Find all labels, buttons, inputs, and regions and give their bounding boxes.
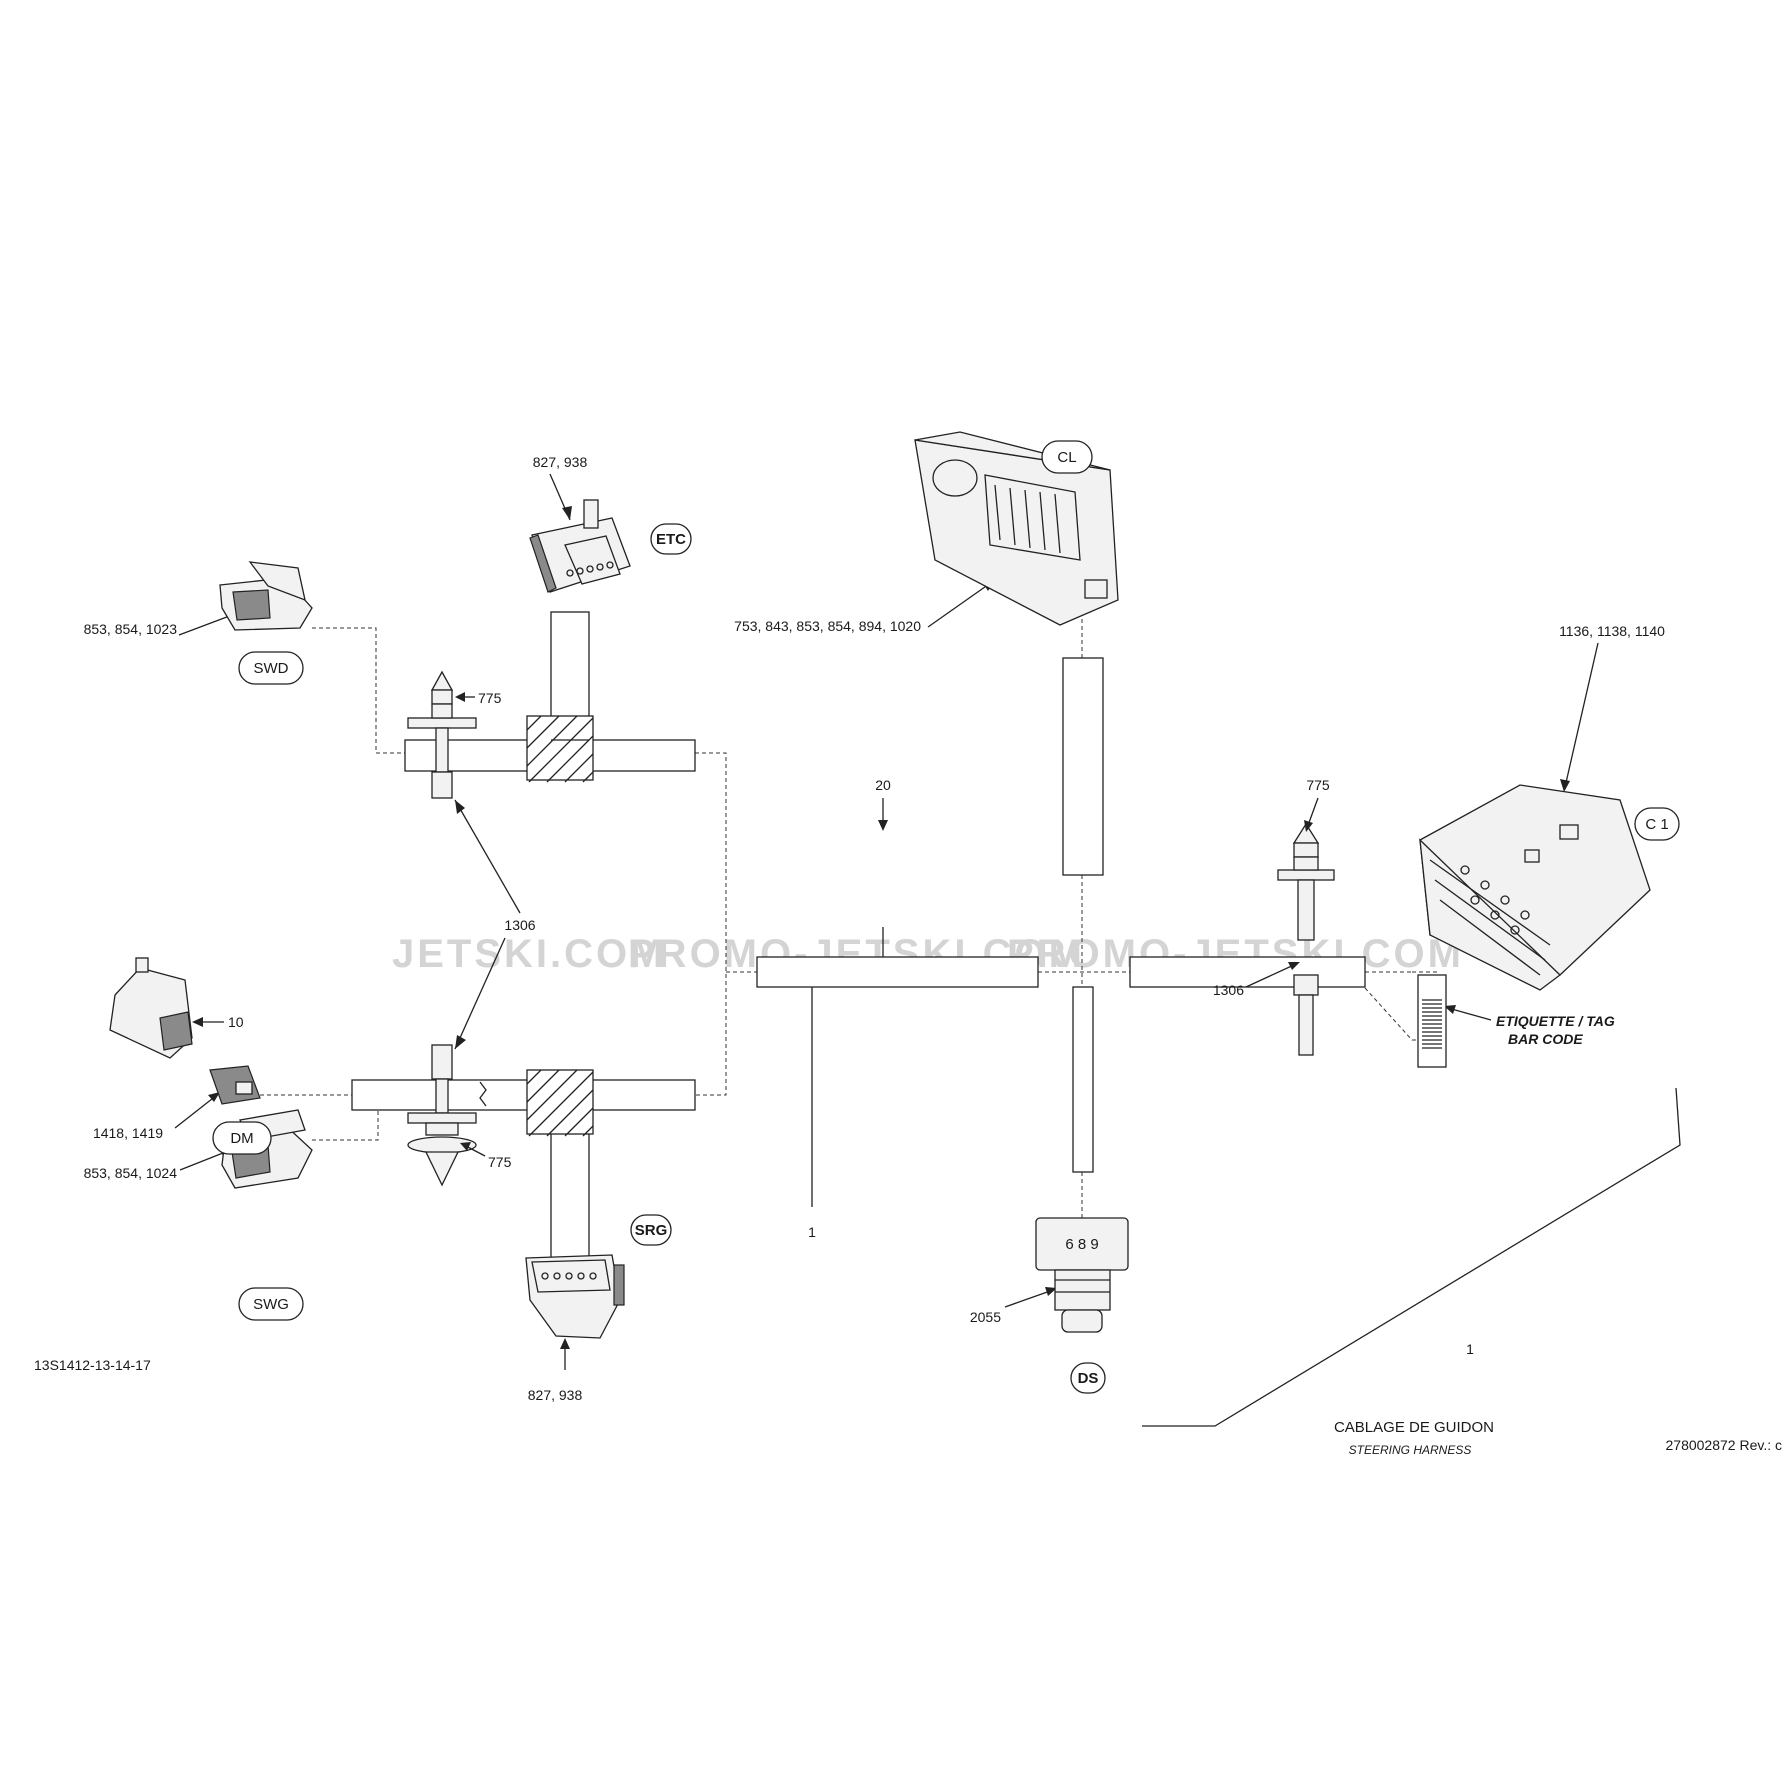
clip-bottom-left-ref: 775 — [488, 1154, 512, 1170]
srg-part-ref: 827, 938 — [528, 1387, 583, 1403]
dm-plug-ref: 1418, 1419 — [93, 1125, 163, 1141]
swd-connector-illustration — [219, 561, 313, 631]
dm-module-illustration — [109, 957, 193, 1059]
clip-top-left-ref: 775 — [478, 690, 502, 706]
c1-part-ref: 1136, 1138, 1140 — [1559, 623, 1665, 639]
c1-badge: C 1 — [1634, 807, 1680, 841]
diagram-title-fr: CABLAGE DE GUIDON — [1334, 1419, 1494, 1436]
push-clip-top-left — [407, 670, 477, 799]
swd-badge-label: SWD — [254, 660, 289, 677]
etc-part-ref: 827, 938 — [533, 454, 588, 470]
cl-badge-label: CL — [1057, 449, 1076, 466]
harness-ref-a: 1 — [808, 1224, 816, 1240]
swg-badge: SWG — [238, 1287, 304, 1321]
etc-connector-illustration — [529, 499, 631, 593]
barcode-tag-label: ETIQUETTE / TAG — [1496, 1013, 1615, 1029]
tie-left-ref: 1306 — [504, 917, 535, 933]
barcode-tag-illustration — [1417, 974, 1447, 1068]
srg-connector-illustration — [525, 1254, 625, 1339]
etc-badge-label: ETC — [656, 531, 686, 548]
tie-right-ref: 1306 — [1213, 982, 1244, 998]
srg-badge: SRG — [630, 1214, 672, 1246]
dm-badge: DM — [212, 1121, 272, 1155]
push-clip-right — [1277, 822, 1335, 1056]
push-clip-bottom-left — [407, 1044, 477, 1187]
barcode-tag-sublabel: BAR CODE — [1508, 1031, 1583, 1047]
main-branch-ref: 20 — [875, 777, 891, 793]
diagram-title-en: STEERING HARNESS — [1349, 1443, 1472, 1457]
c1-connector-illustration — [1419, 784, 1651, 991]
swd-badge: SWD — [238, 651, 304, 685]
ds-code-label: 6 8 9 — [1065, 1236, 1098, 1253]
dm-badge-label: DM — [230, 1130, 253, 1147]
cl-badge: CL — [1041, 440, 1093, 474]
ds-badge: DS — [1070, 1362, 1106, 1394]
upper-left-junction — [404, 611, 696, 799]
watermark-jetski: JETSKI.COM — [392, 932, 666, 976]
dm-plug-illustration — [209, 1065, 261, 1105]
cl-part-ref: 753, 843, 853, 854, 894, 1020 — [734, 618, 921, 634]
harness-ref-b: 1 — [1466, 1341, 1474, 1357]
dm-module-ref: 10 — [228, 1014, 244, 1030]
c1-badge-label: C 1 — [1645, 816, 1668, 833]
lower-left-junction — [351, 1044, 696, 1259]
srg-badge-label: SRG — [635, 1222, 668, 1239]
illustration-id: 13S1412-13-14-17 — [34, 1357, 151, 1373]
swd-part-ref: 853, 854, 1023 — [84, 621, 178, 637]
swg-badge-label: SWG — [253, 1296, 289, 1313]
clip-right-ref: 775 — [1306, 777, 1330, 793]
ds-sensor-illustration: 6 8 9 — [1035, 1217, 1129, 1333]
dashed-wiring — [260, 605, 1438, 1218]
etc-badge: ETC — [650, 523, 692, 555]
document-reference: 278002872 Rev.: c — [1666, 1437, 1783, 1453]
center-junction — [756, 657, 1366, 1207]
swg-part-ref: 853, 854, 1024 — [84, 1165, 178, 1181]
ds-part-ref: 2055 — [970, 1309, 1001, 1325]
ds-badge-label: DS — [1078, 1370, 1099, 1387]
